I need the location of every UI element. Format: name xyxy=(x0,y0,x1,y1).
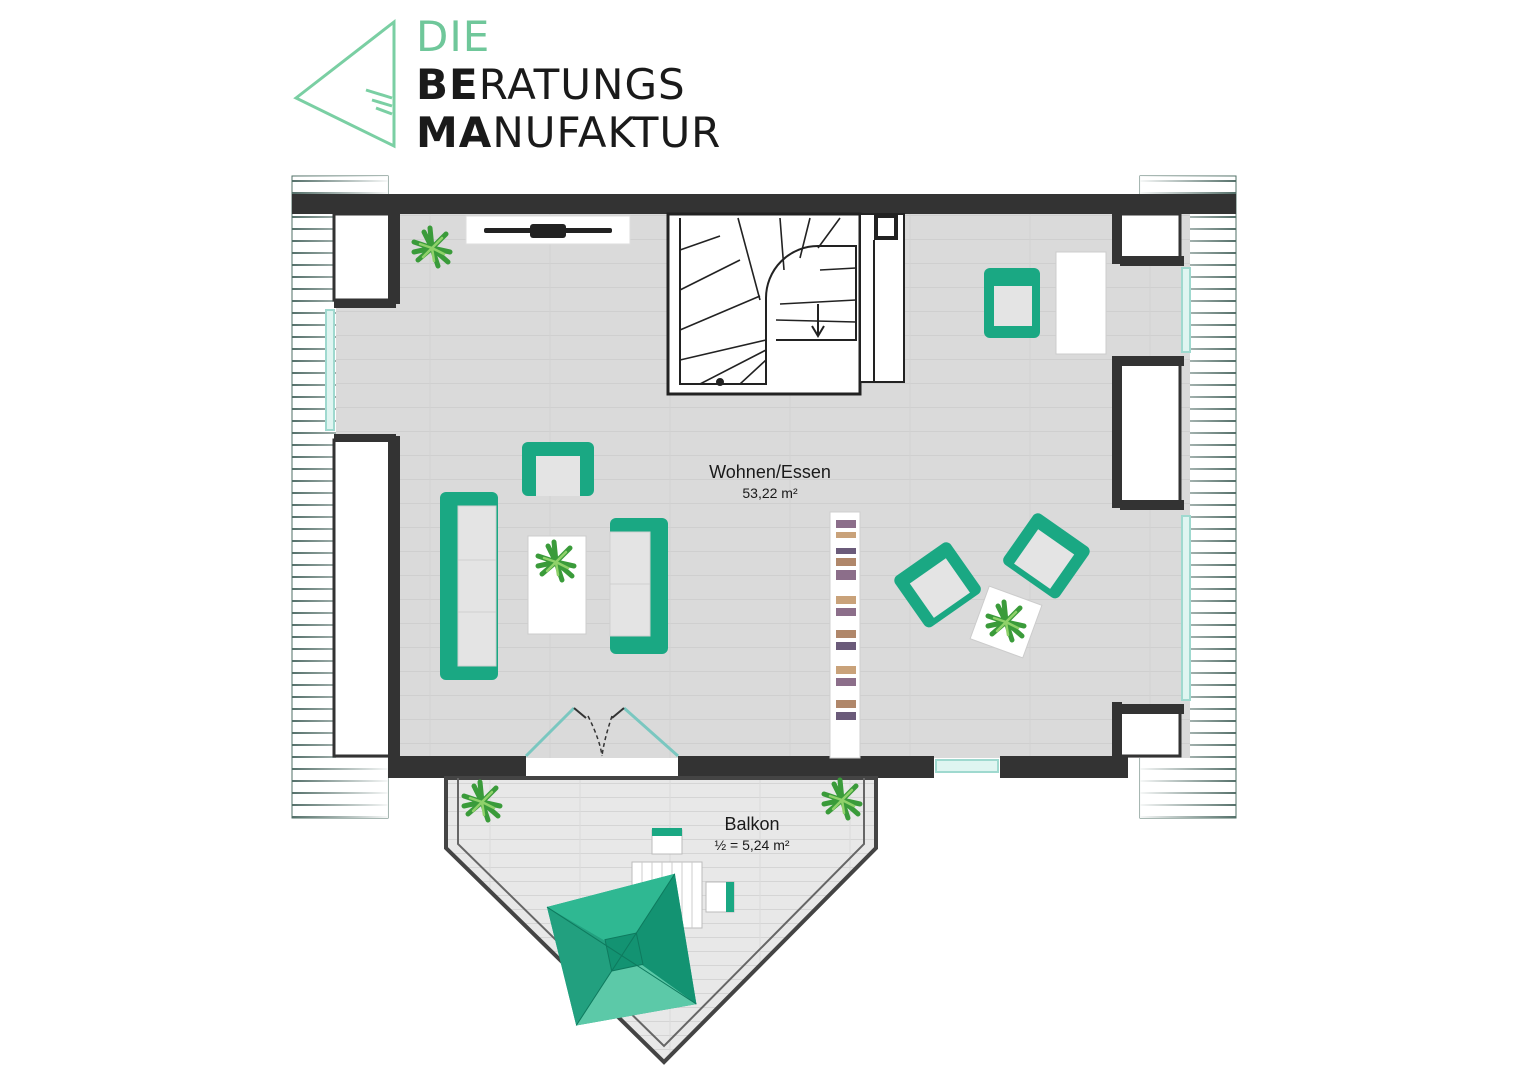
room-area: ½ = 5,24 m² xyxy=(714,837,790,853)
logo-line-1: DIE xyxy=(416,12,491,61)
bookshelf xyxy=(829,511,861,759)
armchair xyxy=(1003,513,1090,599)
armchair xyxy=(894,542,981,628)
logo-line-2-bold: BE xyxy=(416,60,479,109)
parasol xyxy=(546,873,697,1026)
armchair xyxy=(984,268,1040,338)
logo-line-3: MANUFAKTUR xyxy=(416,112,721,154)
balcony-chair xyxy=(705,881,735,913)
loveseat xyxy=(609,518,668,654)
room-name: Wohnen/Essen xyxy=(709,462,831,482)
logo-triangle-icon xyxy=(293,18,396,149)
walls xyxy=(292,194,1236,778)
logo-line-3-rest: NUFAKTUR xyxy=(492,108,722,157)
logo-line-2-rest: RATUNGS xyxy=(478,60,686,109)
room-area: 53,22 m² xyxy=(742,485,798,501)
balcony-chair xyxy=(651,828,683,855)
logo-line-3-bold: MA xyxy=(416,108,493,157)
armchair xyxy=(522,442,594,496)
tv-board xyxy=(465,215,631,245)
room-label-balcony: Balkon ½ = 5,24 m² xyxy=(672,814,832,853)
balcony-door xyxy=(524,706,679,758)
right-shelf xyxy=(1055,251,1107,355)
logo-line-2: BERATUNGS xyxy=(416,64,686,106)
room-label-living: Wohnen/Essen 53,22 m² xyxy=(690,462,850,501)
windows xyxy=(325,267,1191,773)
room-name: Balkon xyxy=(724,814,780,834)
staircase xyxy=(666,212,905,396)
sofa xyxy=(440,492,498,680)
